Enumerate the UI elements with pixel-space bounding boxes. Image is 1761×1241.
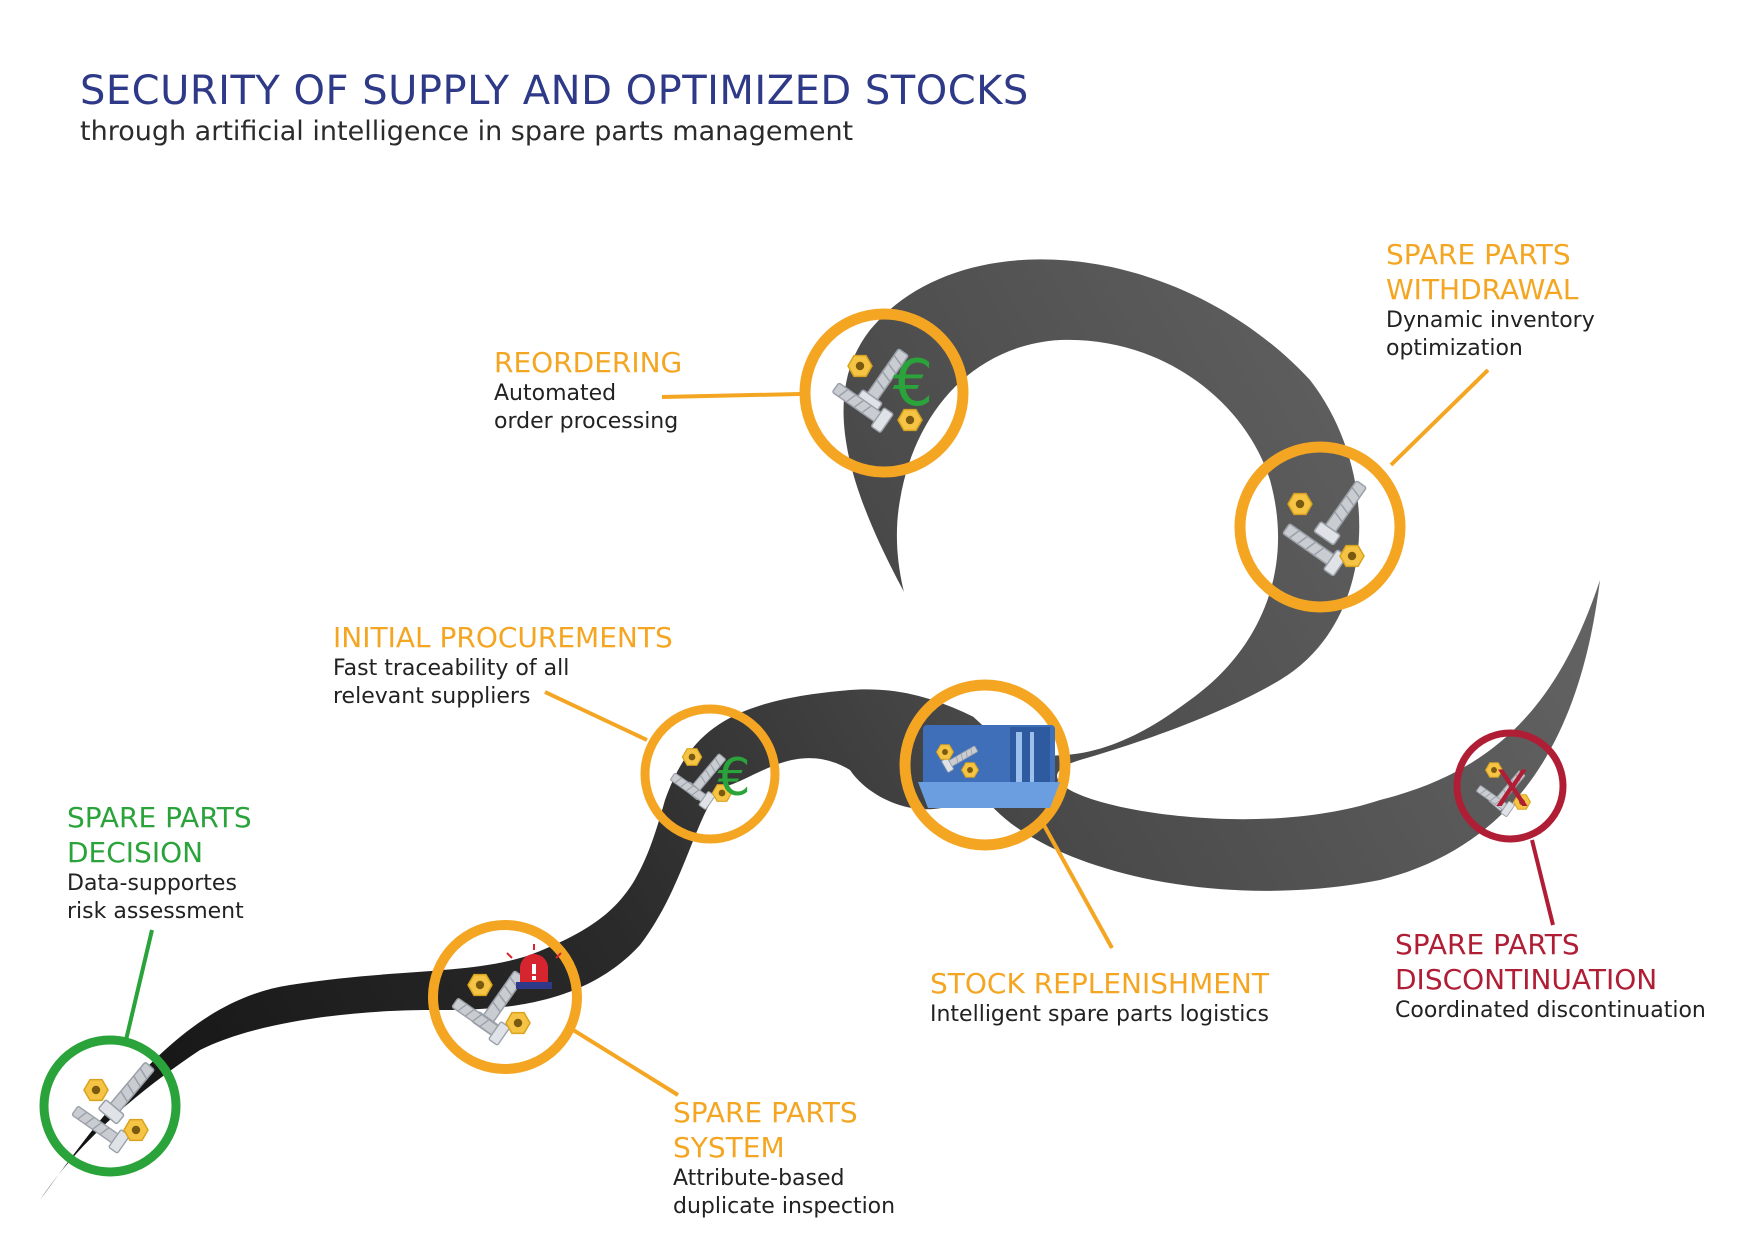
label-reordering: REORDERING Automated order processing — [494, 345, 682, 436]
label-desc-line: Coordinated discontinuation — [1395, 998, 1706, 1023]
connector-decision — [124, 929, 154, 1041]
connector-system — [568, 1026, 680, 1097]
label-desc-line: duplicate inspection — [673, 1194, 896, 1219]
label-title-line: SPARE PARTS — [1395, 928, 1580, 961]
label-title-line: DISCONTINUATION — [1395, 963, 1658, 996]
station-reordering: € — [799, 308, 969, 478]
label-withdrawal: SPARE PARTS WITHDRAWAL Dynamic inventory… — [1386, 237, 1595, 363]
label-desc-line: risk assessment — [67, 899, 244, 924]
label-title-line: STOCK REPLENISHMENT — [930, 967, 1269, 1000]
label-title-line: SYSTEM — [673, 1131, 785, 1164]
label-title-line: DECISION — [67, 836, 204, 869]
loop-center — [896, 339, 1279, 756]
page-title: SECURITY OF SUPPLY AND OPTIMIZED STOCKS — [80, 68, 1029, 114]
label-decision: SPARE PARTS DECISION Data-supportes risk… — [67, 800, 252, 926]
label-desc-line: Automated — [494, 381, 617, 406]
label-title-line: WITHDRAWAL — [1386, 273, 1579, 306]
station-ring — [799, 308, 969, 478]
label-title-line: INITIAL PROCUREMENTS — [333, 621, 673, 654]
label-system: SPARE PARTS SYSTEM Attribute-based dupli… — [673, 1095, 895, 1221]
station-discontinuation: X — [1453, 729, 1567, 843]
label-desc-line: Fast traceability of all — [333, 656, 570, 681]
connector-replenishment — [1038, 817, 1114, 949]
station-replenishment — [899, 679, 1071, 851]
station-withdrawal — [1234, 441, 1406, 613]
label-initial: INITIAL PROCUREMENTS Fast traceability o… — [333, 620, 673, 711]
label-desc-line: relevant suppliers — [333, 684, 531, 709]
page-subtitle: through artificial intelligence in spare… — [80, 116, 854, 147]
label-title-line: REORDERING — [494, 346, 683, 379]
station-ring — [428, 920, 582, 1074]
label-replenishment: STOCK REPLENISHMENT Intelligent spare pa… — [930, 966, 1269, 1029]
label-title-line: SPARE PARTS — [1386, 238, 1571, 271]
euro-icon: € — [893, 347, 934, 421]
label-title-line: SPARE PARTS — [67, 801, 252, 834]
label-desc-line: Data-supportes — [67, 871, 237, 896]
label-title-line: SPARE PARTS — [673, 1096, 858, 1129]
connector-initial — [544, 690, 648, 742]
station-ring — [1453, 729, 1567, 843]
alarm-light-icon — [506, 944, 562, 989]
station-initial: € — [640, 704, 780, 844]
euro-icon: € — [717, 748, 750, 808]
station-ring — [1234, 441, 1406, 613]
connector-withdrawal — [1389, 368, 1490, 467]
label-discontinuation: SPARE PARTS DISCONTINUATION Coordinated … — [1395, 927, 1706, 1025]
connector-reordering — [661, 392, 801, 399]
storage-bin-icon — [918, 725, 1060, 808]
station-system — [428, 920, 582, 1074]
label-desc-line: order processing — [494, 409, 679, 434]
station-ring — [39, 1035, 181, 1177]
label-desc-line: Intelligent spare parts logistics — [930, 1002, 1269, 1027]
label-desc-line: Dynamic inventory — [1386, 308, 1595, 333]
station-decision — [39, 1035, 181, 1177]
station-ring — [899, 679, 1071, 851]
cross-mark-icon: X — [1495, 760, 1529, 818]
station-ring — [640, 704, 780, 844]
connector-discontinuation — [1530, 839, 1555, 926]
label-desc-line: Attribute-based — [673, 1166, 845, 1191]
label-desc-line: optimization — [1386, 336, 1523, 361]
